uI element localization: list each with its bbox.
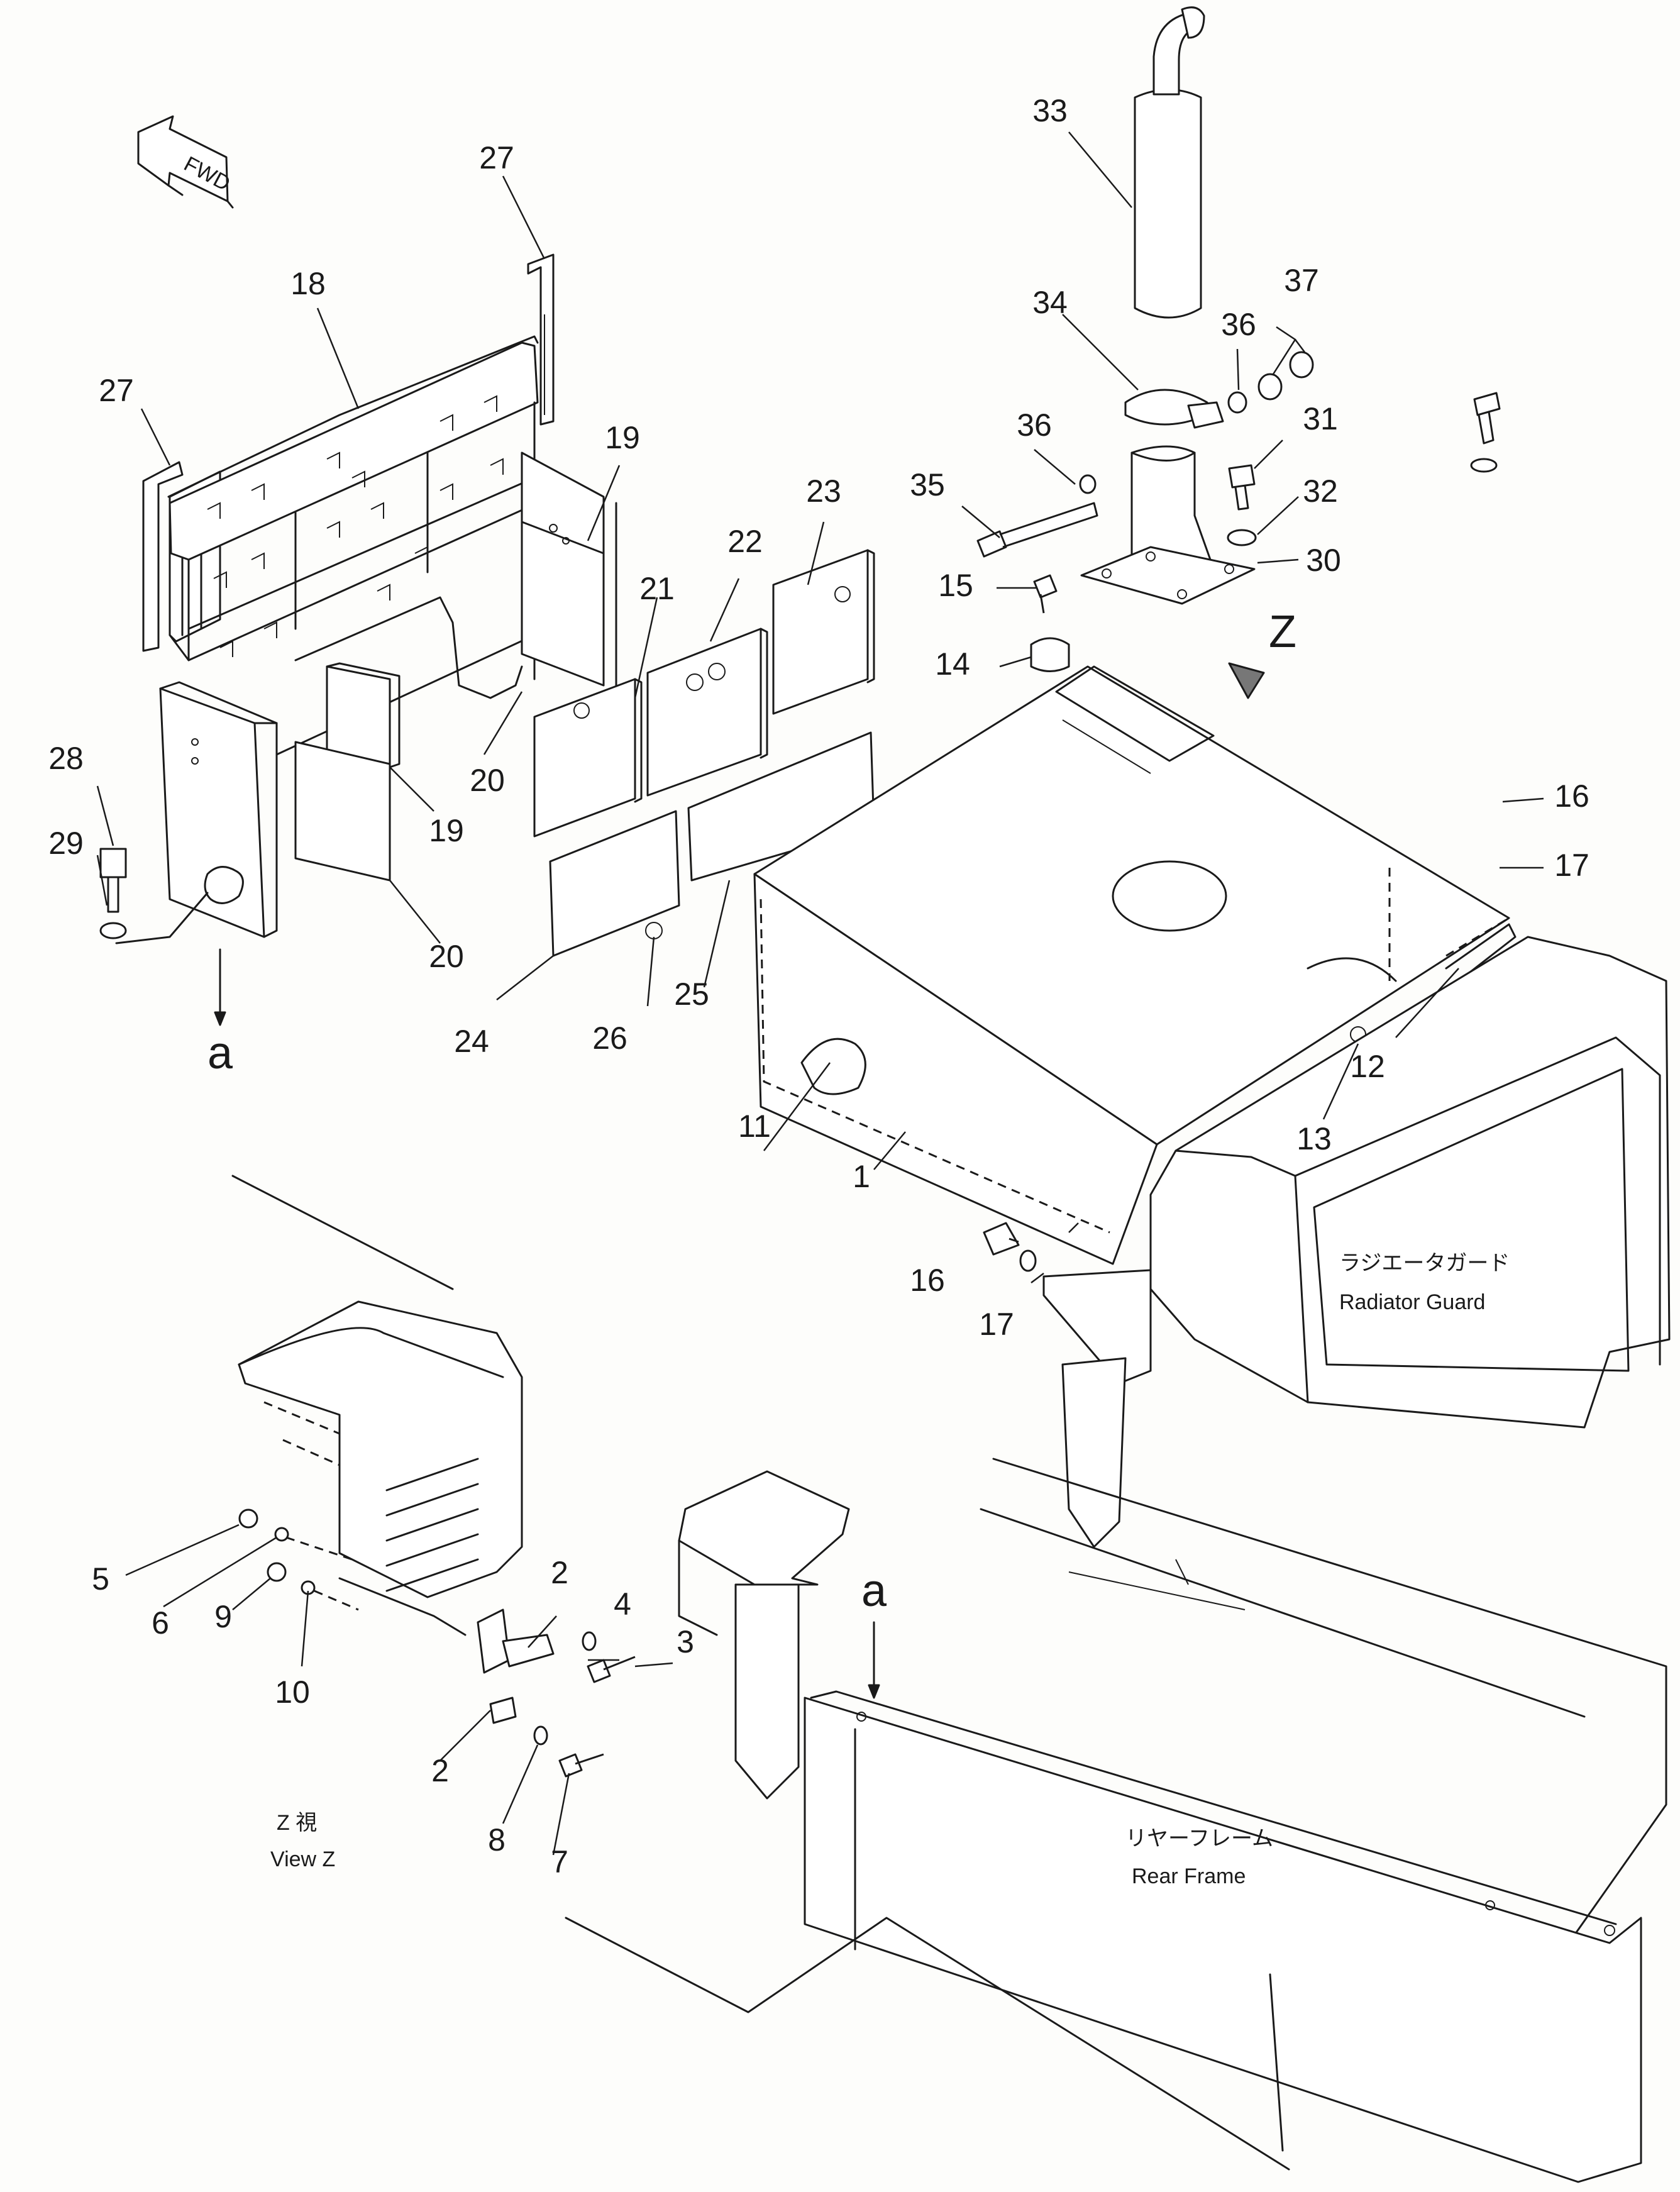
fwd-arrow-icon: FWD (137, 115, 234, 209)
section-a-left: a (207, 1028, 233, 1078)
callout-numbers: 1 2 2 3 4 5 6 7 8 9 10 11 12 13 14 15 16… (48, 93, 1589, 1879)
view-z-marker: Z (1228, 607, 1296, 699)
view-z-letter: Z (1269, 607, 1296, 657)
callout-31: 31 (1303, 401, 1338, 436)
callout-17: 17 (1554, 848, 1589, 883)
side-panel-assembly (115, 335, 617, 944)
callout-37: 37 (1284, 263, 1319, 298)
callout-25: 25 (674, 977, 709, 1012)
callout-36: 36 (1221, 307, 1256, 342)
exhaust-adapter (1080, 445, 1256, 605)
callout-7: 7 (551, 1844, 568, 1879)
callout-20: 20 (470, 763, 505, 798)
muffler-clamp (1124, 389, 1224, 429)
callout-28: 28 (48, 741, 84, 776)
callout-11: 11 (738, 1109, 771, 1144)
view-z-detail: Z 視 View Z (231, 1175, 636, 1871)
callout-29: 29 (48, 826, 84, 861)
muffler (1134, 6, 1205, 319)
callout-14: 14 (935, 646, 970, 682)
callout-24: 24 (454, 1024, 489, 1059)
callout-30: 30 (1306, 543, 1341, 578)
rear-frame-en: Rear Frame (1132, 1864, 1246, 1888)
section-a-markers: a a (207, 948, 887, 1699)
callout-23: 23 (806, 473, 841, 509)
callout-10: 10 (275, 1674, 310, 1710)
callout-21: 21 (639, 571, 675, 606)
callout-1: 1 (853, 1159, 870, 1194)
callout-2: 2 (551, 1555, 568, 1590)
callout-15: 15 (938, 568, 973, 603)
callout-34: 34 (1032, 285, 1068, 320)
rear-frame: リヤーフレーム Rear Frame (565, 1458, 1667, 2183)
engine-hood (753, 665, 1517, 1265)
callout-5: 5 (92, 1561, 109, 1597)
callout-9: 9 (214, 1599, 232, 1634)
callout-36b: 36 (1017, 407, 1052, 443)
callout-13: 13 (1296, 1121, 1332, 1156)
callout-22: 22 (727, 524, 763, 559)
callout-32: 32 (1303, 473, 1338, 509)
insulation-pads-left (294, 662, 401, 882)
callout-4: 4 (614, 1586, 631, 1622)
section-a-right: a (861, 1566, 887, 1616)
callout-16b: 16 (910, 1263, 945, 1298)
rear-frame-jp: リヤーフレーム (1125, 1827, 1273, 1851)
callout-26: 26 (592, 1021, 627, 1056)
callout-17b: 17 (979, 1307, 1014, 1342)
callout-33: 33 (1032, 93, 1068, 128)
radiator-guard-jp: ラジエータガード (1339, 1251, 1510, 1275)
grab-handle-right (527, 253, 555, 426)
callout-2b: 2 (431, 1753, 449, 1788)
radiator-guard: ラジエータガード Radiator Guard (1042, 936, 1671, 1548)
callout-19: 19 (605, 420, 640, 455)
panel-clips (207, 395, 504, 657)
callout-27: 27 (479, 140, 514, 175)
callout-6: 6 (152, 1605, 169, 1641)
radiator-guard-en: Radiator Guard (1339, 1290, 1485, 1314)
callout-8: 8 (488, 1822, 506, 1857)
fasteners (99, 351, 1501, 1272)
grab-handle-left (142, 461, 184, 652)
callout-20b: 20 (429, 939, 464, 974)
callout-18: 18 (290, 266, 326, 301)
view-z-en: View Z (270, 1847, 335, 1871)
callout-16: 16 (1554, 778, 1589, 814)
insulation-pads-right (533, 549, 875, 957)
leader-lines (96, 131, 1544, 1856)
callout-3: 3 (677, 1624, 694, 1659)
callout-12: 12 (1350, 1049, 1385, 1084)
callout-35: 35 (910, 467, 945, 502)
callout-27b: 27 (99, 373, 134, 408)
view-z-jp: Z 視 (277, 1811, 317, 1835)
callout-19b: 19 (429, 813, 464, 848)
